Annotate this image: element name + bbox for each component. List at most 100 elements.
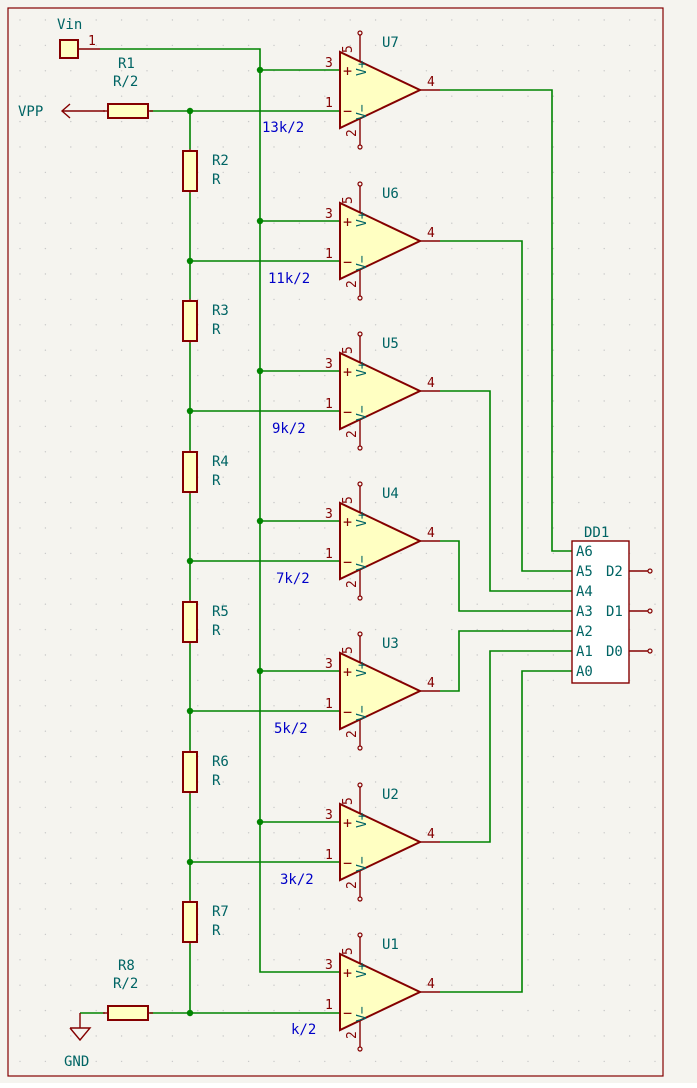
grid-dot — [222, 171, 224, 174]
resistor-body — [107, 1005, 149, 1021]
grid-dot — [222, 705, 224, 707]
grid-dot — [451, 501, 453, 504]
grid-dot — [146, 19, 148, 21]
grid-dot — [654, 679, 656, 682]
resistor-r2[interactable]: R2R — [182, 149, 229, 193]
grid-dot — [628, 273, 631, 275]
grid-dot — [349, 44, 351, 47]
grid-dot — [120, 679, 123, 682]
grid-dot — [476, 171, 478, 174]
grid-dot — [120, 578, 123, 580]
resistor-ref: R5 — [212, 604, 229, 620]
resistor-r7[interactable]: R7R — [182, 900, 229, 944]
grid-dot — [298, 527, 301, 529]
grid-dot — [501, 603, 504, 605]
grid-dot — [95, 349, 97, 351]
grid-dot — [476, 349, 478, 351]
grid-dot — [95, 781, 97, 783]
grid-dot — [578, 755, 580, 758]
grid-dot — [19, 527, 21, 529]
grid-dot — [171, 806, 174, 809]
vin-connector[interactable]: Vin 1 — [57, 17, 100, 59]
grid-dot — [654, 552, 656, 555]
grid-dot — [527, 755, 529, 758]
resistor-r4[interactable]: R4R — [182, 450, 229, 494]
grid-dot — [628, 882, 631, 885]
resistor-r1[interactable]: R1R/2 — [103, 56, 153, 119]
grid-dot — [19, 603, 21, 605]
resistor-r8[interactable]: R8R/2 — [103, 958, 153, 1021]
grid-dot — [400, 273, 402, 275]
grid-dot — [95, 247, 97, 250]
resistor-r3[interactable]: R3R — [182, 299, 229, 343]
grid-dot — [273, 882, 275, 885]
grid-dot — [171, 552, 174, 555]
grid-dot — [95, 1009, 97, 1012]
grid-dot — [349, 1035, 351, 1037]
grid-dot — [247, 197, 250, 199]
grid-dot — [273, 781, 275, 783]
grid-dot — [628, 857, 631, 859]
grid-dot — [273, 247, 275, 250]
grid-dot — [425, 527, 428, 529]
resistor-r6[interactable]: R6R — [182, 750, 229, 794]
grid-dot — [628, 146, 631, 148]
grid-dot — [476, 959, 478, 961]
grid-dot — [120, 70, 123, 72]
grid-dot — [451, 806, 453, 809]
grid-dot — [273, 857, 275, 859]
resistor-ref: R3 — [212, 303, 229, 319]
grid-dot — [298, 755, 301, 758]
grid-dot — [298, 146, 301, 148]
grid-dot — [171, 705, 174, 707]
grid-dot — [273, 298, 275, 301]
grid-dot — [425, 374, 428, 377]
grid-dot — [578, 705, 580, 707]
grid-dot — [603, 374, 605, 377]
grid-dot — [70, 1060, 72, 1063]
grid-dot — [197, 349, 199, 351]
grid-dot — [247, 273, 250, 275]
grid-dot — [70, 19, 72, 21]
gnd-power-symbol[interactable]: GND — [64, 1013, 92, 1070]
grid-dot — [349, 19, 351, 21]
grid-dot — [628, 247, 631, 250]
grid-dot — [298, 882, 301, 885]
tap-voltage-label: 3k/2 — [280, 872, 314, 888]
junction-dot — [256, 517, 264, 525]
grid-dot — [628, 95, 631, 97]
junctions — [186, 66, 264, 1017]
grid-dot — [349, 603, 351, 605]
vpp-power-symbol[interactable]: VPP — [18, 103, 105, 120]
comparator-ref: U4 — [382, 486, 399, 502]
grid-dot — [44, 603, 47, 605]
grid-dot — [425, 70, 428, 72]
pin-end — [647, 648, 653, 654]
grid-dot — [324, 349, 326, 351]
grid-dot — [501, 628, 504, 631]
grid-dot — [171, 857, 174, 859]
grid-dot — [222, 222, 224, 224]
grid-dot — [222, 374, 224, 377]
grid-dot — [552, 781, 555, 783]
grid-dot — [552, 1009, 555, 1012]
grid-dot — [247, 705, 250, 707]
grid-dot — [95, 908, 97, 910]
pin-number-vplus: 5 — [341, 196, 356, 204]
grid-dot — [425, 933, 428, 936]
grid-dot — [197, 501, 199, 504]
grid-dot — [628, 222, 631, 224]
grid-dot — [628, 374, 631, 377]
grid-dot — [120, 552, 123, 555]
grid-dot — [425, 781, 428, 783]
resistor-r5[interactable]: R5R — [182, 600, 229, 644]
grid-dot — [197, 146, 199, 148]
